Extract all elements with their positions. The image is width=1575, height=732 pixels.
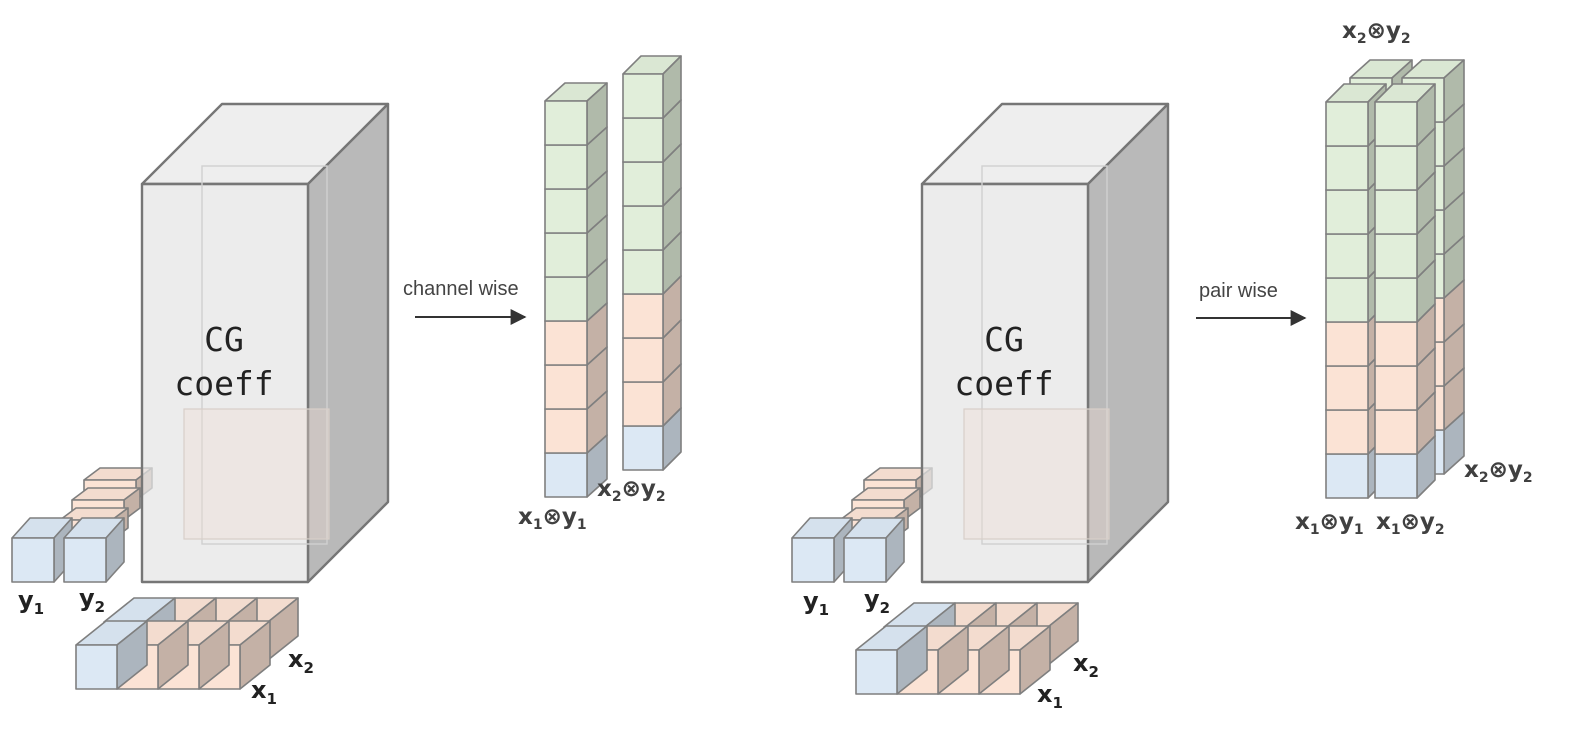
left-cg-label: CG [204,320,244,359]
front-col-2-cell-7-front [1374,409,1418,455]
front-col-2-cell-0-front [1374,101,1418,147]
y2-cube [63,517,125,583]
right-out2-label: x1⊗y2 [1376,509,1445,538]
out-col-1-cell-2-front [544,188,588,234]
x1-row-cell-0-front [75,644,118,690]
y1-cube-front [11,537,55,583]
out-col-1-cell-5-front [544,320,588,366]
left-x1-label: x1 [251,676,277,708]
y1-cube-front [791,537,835,583]
right-out1-label: x1⊗y1 [1295,509,1364,538]
front-col-1-cell-2-front [1325,189,1369,235]
right-y1-label: y1 [803,587,829,619]
x1-row-cell-0 [855,625,928,695]
left-out2-label: x2⊗y2 [597,476,666,505]
right-side-label: x2⊗y2 [1464,457,1533,486]
out-col-2-cell-3-front [622,205,664,251]
front-col-1-cell-4-front [1325,277,1369,323]
left-panel [11,55,682,690]
front-col-2-cell-3-front [1374,233,1418,279]
y1-cube [791,517,853,583]
front-col-2-cell-6-front [1374,365,1418,411]
pair-wise-label: pair wise [1199,280,1278,302]
front-col-1-cell-7-front [1325,409,1369,455]
out-col-2-cell-7-front [622,381,664,427]
cg-coeff-box [140,102,390,584]
left-coeff-label: coeff [174,364,273,403]
y2-cube [843,517,905,583]
x1-row-cell-0 [75,620,148,690]
left-y1-label: y1 [18,586,44,618]
front-col-2-cell-4-front [1374,277,1418,323]
front-col-1-cell-1-front [1325,145,1369,191]
cg-box-inner-tint [183,408,330,540]
out-col-2-cell-2-front [622,161,664,207]
out-col-2-cell-1-front [622,117,664,163]
front-col-2-cell-2-front [1374,189,1418,235]
out-col-2-cell-4-front [622,249,664,295]
cg-coeff-box [920,102,1170,584]
front-col-1-cell-5-front [1325,321,1369,367]
out-col-1-cell-8-front [544,452,588,498]
right-x1-label: x1 [1037,680,1063,712]
out-col-1-cell-6-front [544,364,588,410]
right-coeff-label: coeff [954,364,1053,403]
left-y2-label: y2 [79,584,105,616]
out-col-2-cell-5-front [622,293,664,339]
channel-wise-label: channel wise [403,278,519,300]
y1-cube [11,517,73,583]
front-col-1-cell-8-front [1325,453,1369,499]
out-col-2-cell-0 [622,55,682,119]
out-col-2-cell-6-front [622,337,664,383]
front-col-1-cell-0-front [1325,101,1369,147]
front-col-1-cell-6-front [1325,365,1369,411]
left-x2-label: x2 [288,645,314,677]
out-col-1-cell-4-front [544,276,588,322]
out-col-1-cell-0-front [544,100,588,146]
right-cg-label: CG [984,320,1024,359]
x1-row-cell-0-front [855,649,898,695]
cg-box-ghost-edge [981,165,1108,545]
front-col-2-cell-0 [1374,83,1436,147]
front-col-2-cell-5-front [1374,321,1418,367]
out-col-1-cell-7-front [544,408,588,454]
left-out1-label: x1⊗y1 [518,504,587,533]
front-col-2-cell-8-front [1374,453,1418,499]
right-top-label: x2⊗y2 [1342,18,1411,47]
out-col-2-cell-0-front [622,73,664,119]
out-col-1-cell-3-front [544,232,588,278]
out-col-2-cell-8-front [622,425,664,471]
front-col-1-cell-3-front [1325,233,1369,279]
cg-box-ghost-edge [201,165,328,545]
out-col-1-cell-1-front [544,144,588,190]
y2-cube-front [63,537,107,583]
cg-box-inner-tint [963,408,1110,540]
front-col-2-cell-1-front [1374,145,1418,191]
right-x2-label: x2 [1073,649,1099,681]
out-col-1-cell-0 [544,82,608,146]
right-panel [791,59,1465,695]
y2-cube-front [843,537,887,583]
right-y2-label: y2 [864,585,890,617]
